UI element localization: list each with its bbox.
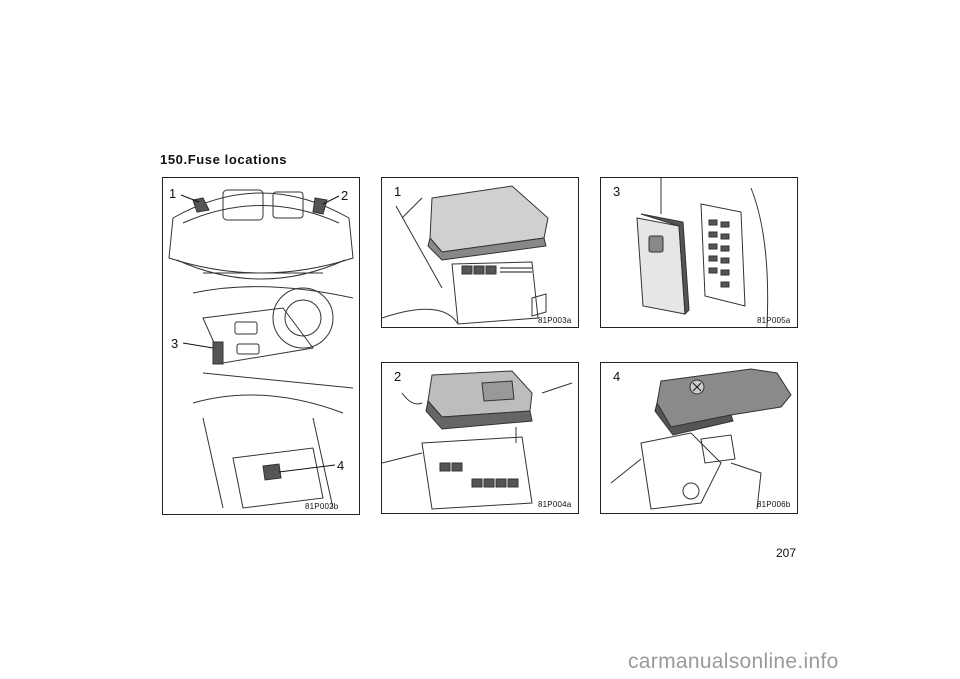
callout-3: 3: [171, 336, 179, 351]
vehicle-overview-drawing: [168, 189, 354, 509]
fuse-box-3-drawing: [636, 178, 769, 327]
callout-4: 4: [337, 458, 345, 473]
figure-code: 81P006b: [757, 500, 791, 509]
detail-number: 2: [394, 369, 402, 384]
figure-code: 81P004a: [538, 500, 572, 509]
fuse-box-1-drawing: [382, 185, 549, 325]
figure-code: 81P005a: [757, 316, 791, 325]
callout-1: 1: [169, 186, 177, 201]
fuse-box-4-drawing: [610, 368, 792, 510]
figure-code: 81P003a: [538, 316, 572, 325]
page-number: 207: [776, 546, 797, 560]
detail-illustration-1: 1 81P003a: [381, 177, 579, 328]
overview-illustration: 1 2 3 4 81P002b: [162, 177, 360, 515]
detail-number: 1: [394, 184, 402, 199]
detail-illustration-2: 2 81P004a: [381, 362, 579, 514]
detail-illustration-3: 3 81P005a: [600, 177, 798, 328]
watermark: carmanualsonline.info: [628, 650, 839, 673]
detail-number: 3: [613, 184, 621, 199]
detail-number: 4: [613, 369, 621, 384]
callout-2: 2: [341, 188, 349, 203]
section-title: 150.Fuse locations: [160, 152, 288, 167]
detail-illustration-4: 4 81P006b: [600, 362, 798, 514]
fuse-box-2-drawing: [382, 370, 573, 510]
figure-code: 81P002b: [305, 502, 339, 511]
